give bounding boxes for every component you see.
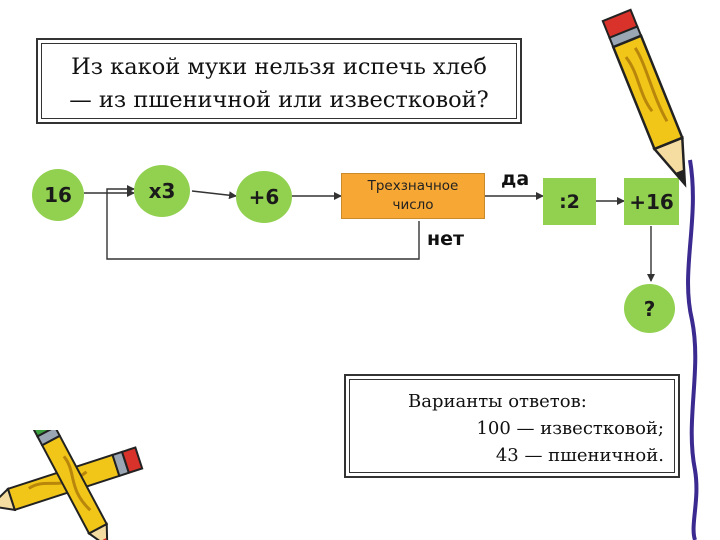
multiply-node: x3 bbox=[134, 165, 190, 217]
no-label: нет bbox=[427, 228, 465, 250]
yes-label: да bbox=[501, 168, 530, 190]
pencil-icon bbox=[601, 8, 687, 188]
add-node: +6 bbox=[236, 171, 292, 223]
crossed-pencils-icon bbox=[0, 430, 144, 540]
condition-node: Трехзначное число bbox=[341, 173, 485, 219]
arrow-multiply-to-add bbox=[191, 190, 237, 200]
condition-line-1: Трехзначное bbox=[367, 178, 459, 194]
answer-option-2: 43 — пшеничной. bbox=[495, 445, 664, 466]
answer-option-1: 100 — известковой; bbox=[476, 418, 664, 439]
question-box: Из какой муки нельзя испечь хлеб — из пш… bbox=[36, 38, 522, 124]
result-node: ? bbox=[624, 284, 675, 333]
answers-title: Варианты ответов: bbox=[408, 391, 587, 412]
question-line-2: — из пшеничной или известковой? bbox=[69, 87, 489, 113]
start-node: 16 bbox=[32, 169, 84, 221]
answers-box: Варианты ответов: 100 — известковой; 43 … bbox=[344, 374, 680, 478]
question-text: Из какой муки нельзя испечь хлеб — из пш… bbox=[41, 43, 517, 119]
answers-text: Варианты ответов: 100 — известковой; 43 … bbox=[349, 379, 675, 473]
condition-line-2: число bbox=[392, 197, 434, 213]
loop-back-line bbox=[106, 185, 420, 260]
add2-node: +16 bbox=[624, 178, 679, 225]
question-line-1: Из какой муки нельзя испечь хлеб bbox=[71, 54, 487, 80]
divide-node: :2 bbox=[543, 178, 596, 225]
